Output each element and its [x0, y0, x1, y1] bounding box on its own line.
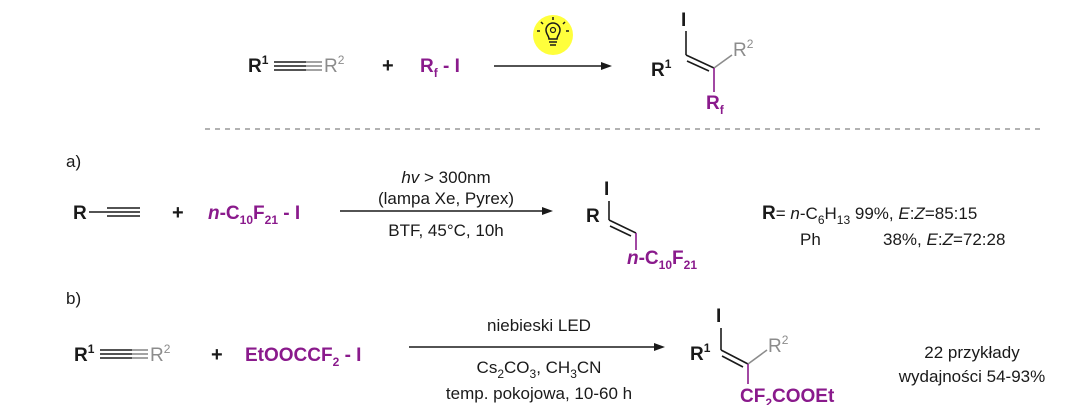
b-condition-temp: temp. pokojowa, 10-60 h [446, 384, 632, 403]
a-reagent: n-C10F21 - I [208, 203, 300, 227]
a-product-r: R [586, 206, 600, 227]
a-alkyne-r: R [73, 203, 87, 224]
rf-iodide: Rf - I [420, 56, 460, 80]
alkyne-r2: R2 [324, 53, 345, 77]
a-arrow-head [542, 207, 553, 215]
arrow-head [601, 62, 612, 70]
plus-sign: + [382, 55, 394, 77]
b-alkyne-r1: R1 [74, 342, 95, 366]
a-plus: + [172, 202, 184, 224]
b-arrow-head [654, 343, 665, 351]
a-product-iodine: I [604, 179, 609, 200]
product-r2: R2 [733, 37, 754, 61]
general-product: I R1 R2 Rf [651, 10, 754, 117]
b-condition-base: Cs2CO3, CH3CN [477, 358, 602, 381]
a-product-chain: n-C10F21 [627, 248, 697, 272]
a-result-phenyl-label: Ph [800, 230, 821, 249]
product-r1: R1 [651, 57, 672, 81]
b-condition-led: niebieski LED [487, 316, 591, 335]
general-alkyne: R1 R2 [248, 53, 345, 77]
a-result-phenyl-yield: 38%, E:Z=72:28 [883, 230, 1005, 249]
a-alkyne: R [73, 203, 140, 224]
b-product-substituent: CF2COOEt [740, 386, 835, 405]
alkyne-r1: R1 [248, 53, 269, 77]
b-note-yields: wydajności 54-93% [898, 367, 1045, 386]
b-plus: + [211, 344, 223, 366]
a-result-hexyl: R= n-C6H13 99%, E:Z=85:15 [762, 203, 977, 227]
b-alkyne-r2: R2 [150, 342, 171, 366]
b-product-iodine: I [716, 306, 721, 327]
a-condition-light: hv > 300nm [401, 168, 490, 187]
b-product-r1: R1 [690, 341, 711, 365]
a-condition-solvent: BTF, 45°C, 10h [388, 221, 503, 240]
b-product-r2: R2 [768, 333, 789, 357]
product-rf: Rf [706, 93, 725, 117]
a-product: I R n-C10F21 [586, 179, 697, 272]
b-alkyne: R1 R2 [74, 342, 171, 366]
label-a: a) [66, 152, 81, 171]
b-product: I R1 R2 CF2COOEt [690, 306, 835, 405]
b-note-examples: 22 przykłady [924, 343, 1020, 362]
lightbulb-icon [533, 15, 573, 55]
label-b: b) [66, 289, 81, 308]
product-iodine: I [681, 10, 686, 31]
a-condition-lamp: (lampa Xe, Pyrex) [378, 189, 514, 208]
b-reagent: EtOOCCF2 - I [245, 345, 361, 369]
